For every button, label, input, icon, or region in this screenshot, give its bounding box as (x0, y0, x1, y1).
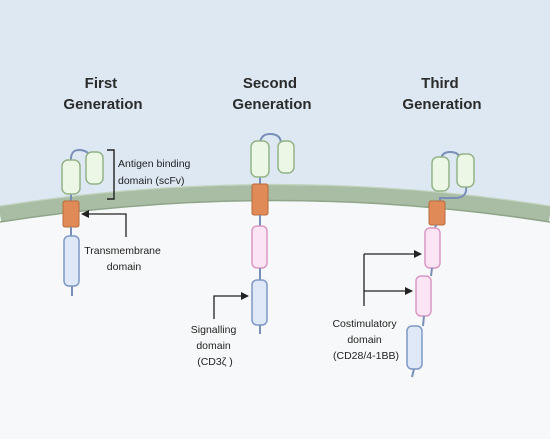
first-generation-car (61, 148, 104, 296)
third-gen-costim-domain-2 (415, 275, 432, 317)
third-gen-scfv-heavy (431, 156, 450, 192)
third-generation-title: Third Generation (402, 75, 481, 113)
transmembrane-arrow (81, 210, 127, 237)
costimulatory-label-line3: (CD28/4-1BB) (333, 350, 399, 362)
third-gen-cd3z-domain (406, 325, 423, 370)
third-gen-transmembrane (428, 200, 446, 226)
second-generation-title-line1: Second (243, 75, 297, 92)
second-gen-transmembrane (251, 183, 269, 216)
costimulatory-label-line1: Costimulatory (332, 318, 397, 330)
antigen-binding-label: Antigen binding domain (scFv) (118, 158, 193, 187)
signalling-label-line1: Signalling (191, 324, 237, 336)
third-gen-tail (411, 368, 415, 378)
second-gen-scfv-light (277, 140, 295, 174)
first-gen-cd3z-domain (63, 235, 80, 287)
first-generation-title-line2: Generation (63, 96, 142, 113)
transmembrane-label: Transmembrane domain (84, 245, 164, 273)
first-gen-scfv-heavy (61, 159, 81, 195)
third-gen-scfv-light (456, 153, 475, 188)
first-generation-title-line1: First (85, 75, 118, 92)
cytoplasm (0, 196, 550, 439)
signalling-label: Signalling domain (CD3ζ ) (191, 324, 239, 368)
first-gen-transmembrane (62, 200, 80, 228)
third-generation-title-line2: Generation (402, 96, 481, 113)
third-gen-linker-2 (430, 267, 433, 277)
second-gen-scfv-linker (259, 132, 282, 146)
cell-membrane-outer-edge (0, 183, 550, 207)
third-gen-costim-domain-1 (424, 227, 441, 269)
antigen-binding-label-line2: domain (scFv) (118, 175, 185, 187)
second-gen-scfv-heavy (250, 140, 270, 178)
second-gen-cd3z-domain (251, 279, 268, 326)
second-generation-title-line2: Generation (232, 96, 311, 113)
first-generation-title: First Generation (63, 75, 142, 113)
transmembrane-label-line1: Transmembrane (84, 245, 161, 257)
antigen-binding-label-line1: Antigen binding (118, 158, 191, 170)
third-generation-car (406, 150, 475, 378)
third-gen-linker-3 (422, 315, 425, 327)
signalling-arrow (213, 292, 249, 319)
signalling-label-line2: domain (196, 340, 231, 352)
signalling-label-line3: (CD3ζ ) (197, 356, 233, 368)
antigen-binding-bracket (107, 149, 115, 200)
transmembrane-label-line2: domain (107, 261, 142, 273)
second-generation-title: Second Generation (232, 75, 311, 113)
second-generation-car (250, 132, 295, 334)
costimulatory-label: Costimulatory domain (CD28/4-1BB) (332, 318, 399, 362)
third-gen-hinge-loop (439, 184, 468, 201)
second-gen-costim-domain (251, 225, 268, 269)
first-gen-scfv-light (85, 151, 104, 185)
third-generation-title-line1: Third (421, 75, 459, 92)
costimulatory-label-line2: domain (347, 334, 382, 346)
